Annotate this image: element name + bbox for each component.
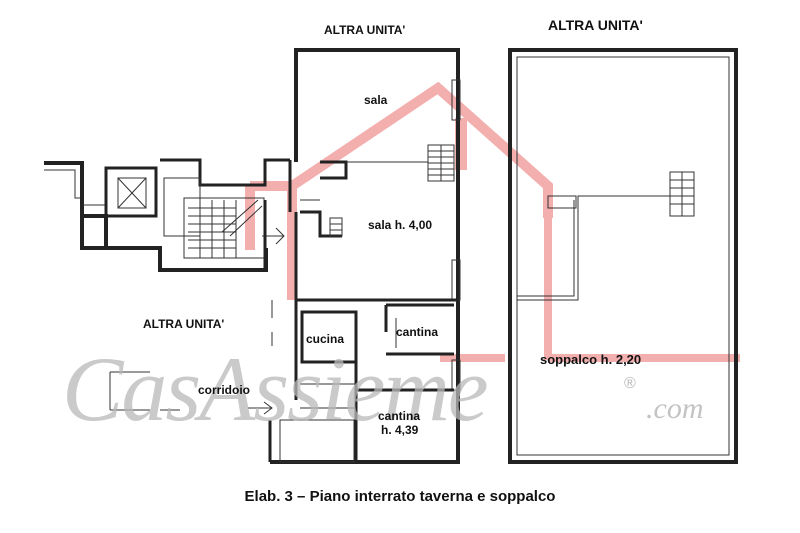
watermark-house-outline [245, 81, 740, 362]
label-sala: sala [364, 93, 388, 107]
label-altra-unita-left: ALTRA UNITA' [143, 317, 224, 331]
watermark-registered: ® [624, 375, 636, 392]
left-structure [44, 158, 342, 272]
watermark-logo: CasAssieme .com ® [62, 338, 703, 440]
watermark-text: CasAssieme [62, 338, 487, 440]
label-cantina: cantina [396, 325, 438, 339]
soppalco-unit [508, 48, 738, 464]
label-sala-h: sala h. 4,00 [368, 218, 432, 232]
label-soppalco: soppalco h. 2,20 [540, 352, 641, 367]
label-corridoio: corridoio [198, 383, 250, 397]
room-labels: ALTRA UNITA' ALTRA UNITA' sala sala h. 4… [143, 17, 643, 437]
label-altra-unita-right: ALTRA UNITA' [548, 17, 643, 33]
label-cantina-lower-height: h. 4,39 [381, 423, 419, 437]
label-altra-unita-top: ALTRA UNITA' [324, 23, 405, 37]
label-cantina-lower: cantina [378, 409, 420, 423]
label-cucina: cucina [306, 332, 344, 346]
watermark-suffix: .com [646, 392, 703, 425]
figure-caption: Elab. 3 – Piano interrato taverna e sopp… [244, 488, 556, 505]
central-unit-walls [109, 48, 461, 464]
